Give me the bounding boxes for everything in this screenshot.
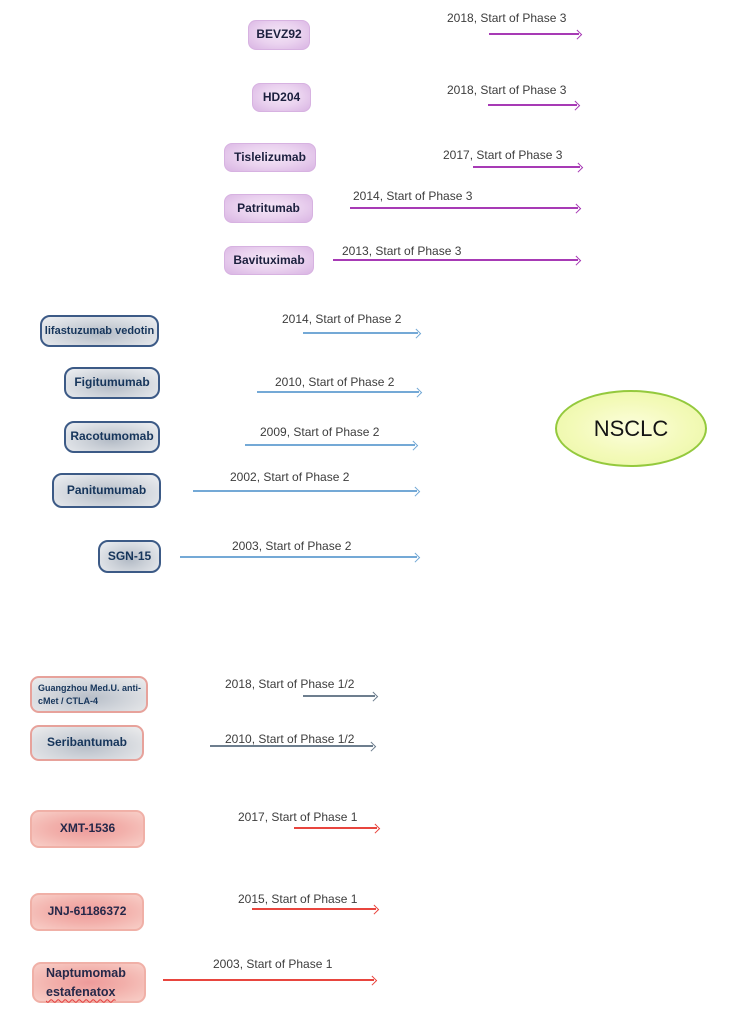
- timeline-arrow: [180, 556, 417, 558]
- phase-event-label: 2003, Start of Phase 2: [232, 539, 352, 553]
- phase-event-label: 2015, Start of Phase 1: [238, 892, 358, 906]
- timeline-arrow: [350, 207, 578, 209]
- drug-box-guangzhou-anti-cmet-ctla4: Guangzhou Med.U. anti- cMet / CTLA-4: [30, 676, 148, 713]
- drug-label: Racotumomab: [70, 429, 154, 444]
- phase-event-label: 2003, Start of Phase 1: [213, 957, 333, 971]
- timeline-arrow: [257, 391, 419, 393]
- drug-box-tislelizumab: Tislelizumab: [224, 143, 316, 172]
- drug-box-bavituximab: Bavituximab: [224, 246, 314, 275]
- timeline-arrow: [489, 33, 579, 35]
- drug-label: lifastuzumab vedotin: [44, 324, 155, 337]
- phase-event-label: 2017, Start of Phase 3: [443, 148, 563, 162]
- drug-box-jnj-61186372: JNJ-61186372: [30, 893, 144, 931]
- timeline-arrow: [245, 444, 415, 446]
- drug-box-panitumumab: Panitumumab: [52, 473, 161, 508]
- phase-event-label: 2010, Start of Phase 1/2: [225, 732, 355, 746]
- drug-box-xmt-1536: XMT-1536: [30, 810, 145, 848]
- timeline-arrow: [488, 104, 577, 106]
- timeline-arrow: [193, 490, 417, 492]
- drug-box-patritumab: Patritumab: [224, 194, 313, 223]
- timeline-arrow: [210, 745, 373, 747]
- drug-box-figitumumab: Figitumumab: [64, 367, 160, 399]
- drug-label: Bavituximab: [233, 252, 305, 267]
- phase-event-label: 2013, Start of Phase 3: [342, 244, 462, 258]
- drug-label: Tislelizumab: [234, 149, 306, 164]
- drug-label: Figitumumab: [74, 375, 150, 390]
- drug-label: XMT-1536: [59, 821, 116, 836]
- timeline-arrow: [294, 827, 377, 829]
- phase-event-label: 2002, Start of Phase 2: [230, 470, 350, 484]
- timeline-arrow: [303, 695, 375, 697]
- phase-event-label: 2014, Start of Phase 2: [282, 312, 402, 326]
- drug-box-bevz92: BEVZ92: [248, 20, 310, 50]
- drug-label-line2: estafenatox: [46, 984, 116, 999]
- phase-event-label: 2010, Start of Phase 2: [275, 375, 395, 389]
- drug-box-sgn-15: SGN-15: [98, 540, 161, 573]
- timeline-arrow: [163, 979, 374, 981]
- drug-label: Patritumab: [237, 200, 300, 215]
- phase-event-label: 2018, Start of Phase 3: [447, 11, 567, 25]
- phase-event-label: 2018, Start of Phase 3: [447, 83, 567, 97]
- phase-event-label: 2014, Start of Phase 3: [353, 189, 473, 203]
- timeline-arrow: [473, 166, 580, 168]
- drug-label: Seribantumab: [46, 735, 127, 750]
- drug-box-seribantumab: Seribantumab: [30, 725, 144, 761]
- drug-label: BEVZ92: [256, 27, 302, 42]
- drug-label-line1: Naptumomab: [46, 965, 126, 980]
- drug-label-line1: Guangzhou Med.U. anti-: [38, 683, 141, 693]
- drug-label: Panitumumab: [66, 482, 147, 497]
- drug-label: SGN-15: [107, 548, 152, 563]
- phase-event-label: 2009, Start of Phase 2: [260, 425, 380, 439]
- drug-label: HD204: [262, 89, 301, 104]
- drug-label-line2: cMet / CTLA-4: [38, 696, 99, 707]
- timeline-arrow: [252, 908, 376, 910]
- drug-label: JNJ-61186372: [47, 904, 127, 919]
- target-indication-label: NSCLC: [593, 415, 669, 441]
- target-indication-ellipse: NSCLC: [555, 390, 707, 467]
- phase-event-label: 2017, Start of Phase 1: [238, 810, 358, 824]
- timeline-arrow: [333, 259, 578, 261]
- drug-box-lifastuzumab-vedotin: lifastuzumab vedotin: [40, 315, 159, 347]
- drug-box-hd204: HD204: [252, 83, 311, 112]
- timeline-arrow: [303, 332, 418, 334]
- drug-box-racotumomab: Racotumomab: [64, 421, 160, 453]
- drug-box-naptumomab-estafenatox: Naptumomab estafenatox: [32, 962, 146, 1003]
- phase-event-label: 2018, Start of Phase 1/2: [225, 677, 355, 691]
